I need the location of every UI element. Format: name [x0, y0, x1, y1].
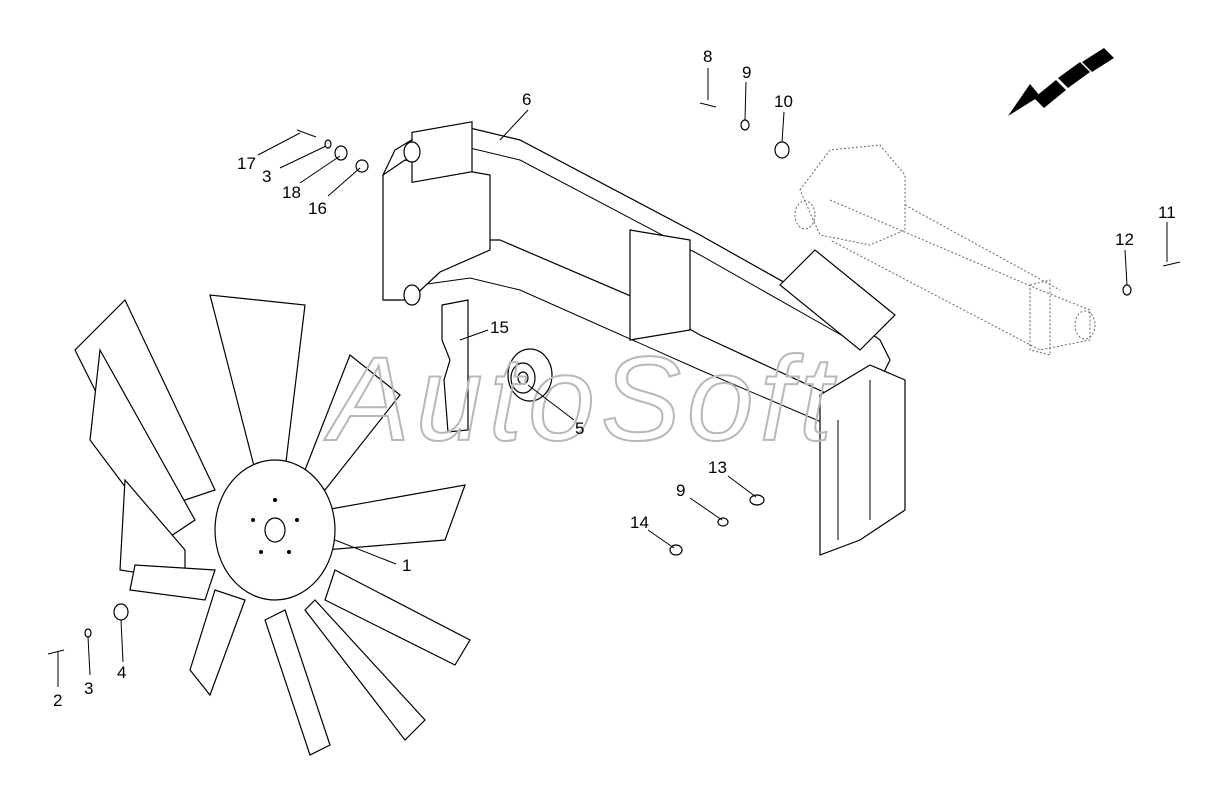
callout-6: 6 [522, 90, 531, 109]
gearbox-reference [794, 144, 1096, 356]
callout-12: 12 [1115, 230, 1134, 249]
leader-lines [57, 68, 1168, 687]
callout-5: 5 [575, 419, 584, 438]
callout-3-lower: 3 [84, 679, 93, 698]
callout-11: 11 [1158, 203, 1176, 222]
callout-4: 4 [117, 663, 126, 682]
fan-part [74, 294, 471, 756]
direction-arrow-icon [1008, 48, 1114, 116]
callout-1: 1 [402, 556, 411, 575]
callout-9-lower: 9 [676, 481, 685, 500]
callout-16: 16 [308, 199, 327, 218]
callout-10: 10 [774, 92, 793, 111]
callout-2: 2 [53, 691, 62, 710]
watermark: AutoSoft [324, 332, 838, 466]
hardware-parts [47, 102, 1181, 655]
callout-9-upper: 9 [742, 63, 751, 82]
callout-15: 15 [490, 318, 509, 337]
callout-3-upper: 3 [262, 167, 271, 186]
callout-labels: 1 2 3 3 4 5 6 8 9 9 10 11 12 13 14 15 16… [53, 47, 1176, 710]
callout-18: 18 [282, 183, 301, 202]
callout-8: 8 [703, 47, 712, 66]
frame-part [382, 121, 906, 556]
callout-14: 14 [630, 513, 649, 532]
hub-part [507, 348, 553, 402]
callout-13: 13 [708, 458, 727, 477]
bracket-part [441, 299, 469, 433]
callout-17: 17 [237, 154, 256, 173]
